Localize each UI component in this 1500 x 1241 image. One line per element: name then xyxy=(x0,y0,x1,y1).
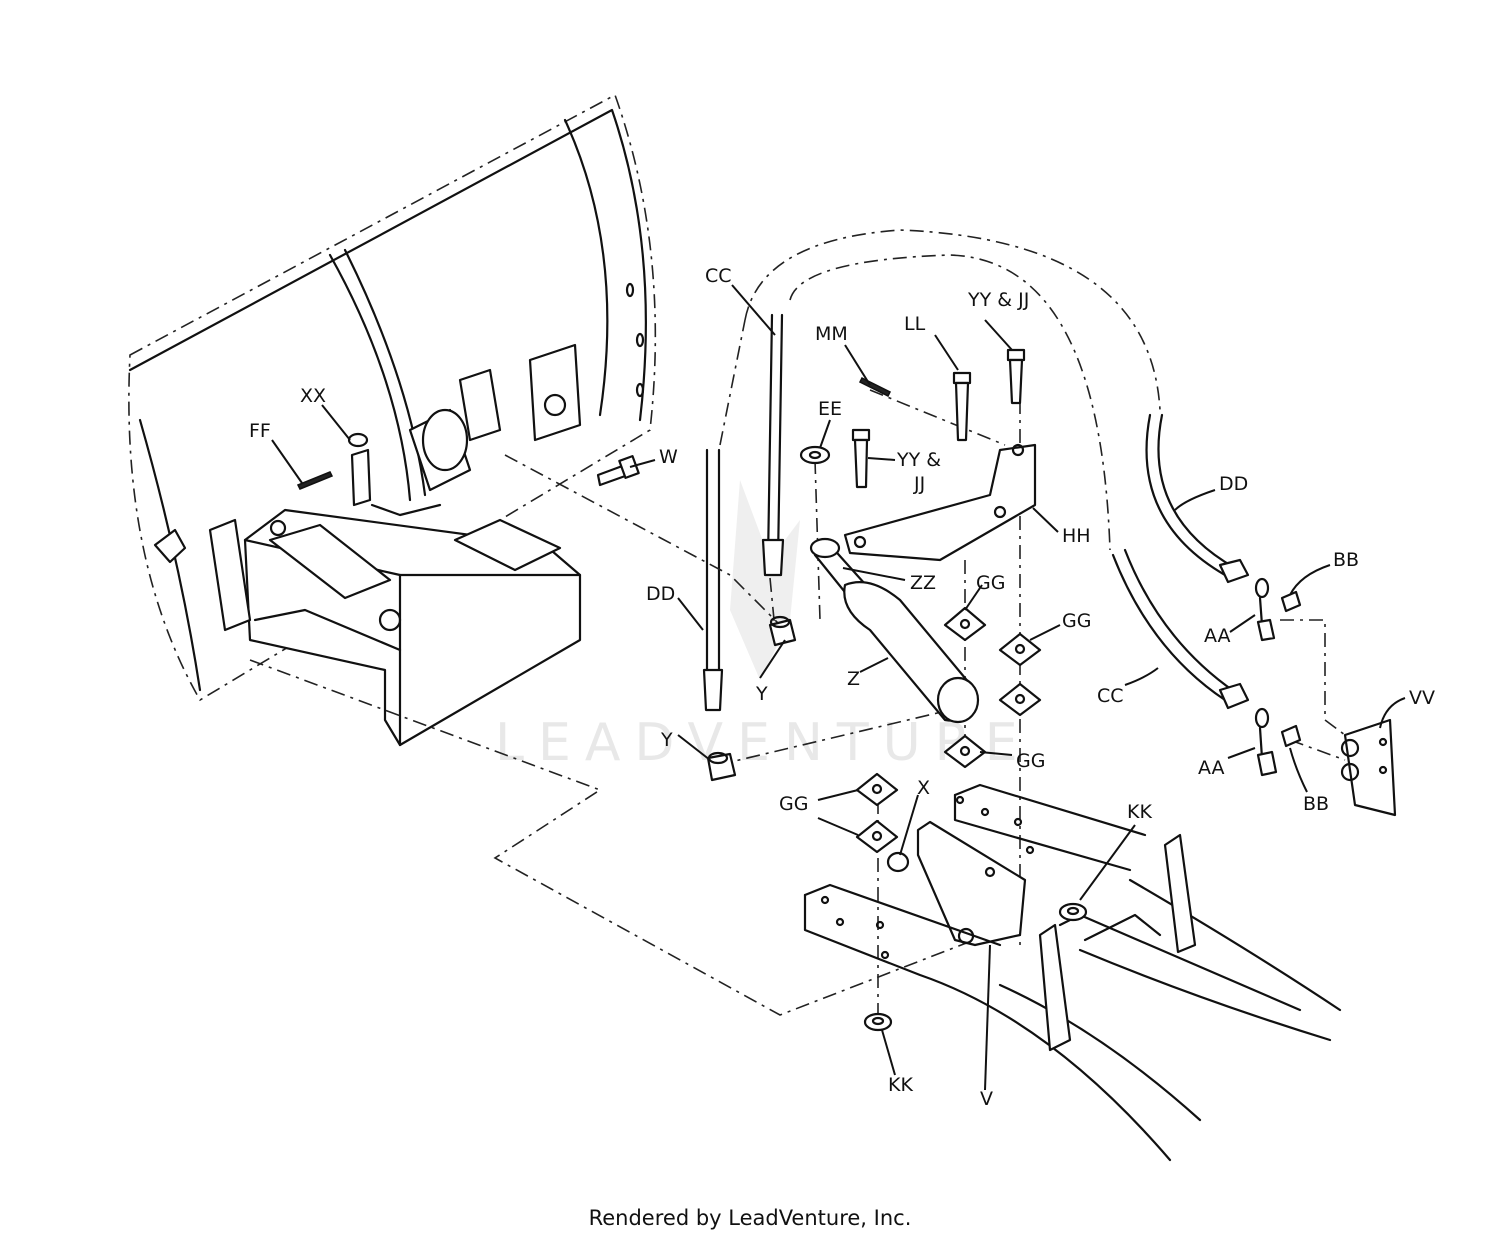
hose-dd-right xyxy=(1145,413,1250,584)
label-y: Y xyxy=(660,729,673,751)
tractor-frame xyxy=(803,783,1342,1162)
label-kk: KK xyxy=(888,1074,913,1096)
plate-gg-2 xyxy=(998,632,1042,667)
label-ee: EE xyxy=(818,398,842,420)
hose-cc-top xyxy=(761,313,785,577)
hose-dd-left xyxy=(702,448,724,712)
bracket-vv xyxy=(1340,718,1397,817)
footer-credit: Rendered by LeadVenture, Inc. xyxy=(588,1206,912,1230)
plate-gg-6 xyxy=(855,819,899,854)
label-mm: MM xyxy=(815,323,848,345)
label-cc: CC xyxy=(705,265,732,287)
label-yy-jj-line1: YY & xyxy=(896,449,941,471)
pin-mm xyxy=(858,376,892,398)
label-xx: XX xyxy=(300,385,326,407)
fitting-bb-bottom xyxy=(1280,724,1302,748)
label-vv: VV xyxy=(1409,687,1435,709)
label-z: Z xyxy=(847,668,860,690)
bolt-yy-jj-mid xyxy=(851,428,871,489)
plow-blade xyxy=(128,93,657,702)
label-x: X xyxy=(917,777,930,799)
label-aa: AA xyxy=(1204,625,1231,647)
valve-aa-top xyxy=(1254,577,1276,642)
plate-gg-3 xyxy=(998,682,1042,717)
bolt-yy-jj-top xyxy=(1006,348,1026,405)
label-y: Y xyxy=(755,683,768,705)
label-kk: KK xyxy=(1127,801,1152,823)
label-dd: DD xyxy=(1219,473,1248,495)
label-aa: AA xyxy=(1198,757,1225,779)
plate-gg-1 xyxy=(943,606,987,642)
nut-x xyxy=(886,851,910,873)
part-labels: CC MM LL YY & JJ XX FF W EE YY & JJ DD H… xyxy=(249,265,1435,1110)
hydraulic-cylinder xyxy=(809,537,980,724)
fitting-y-upper xyxy=(768,615,797,647)
label-bb: BB xyxy=(1303,793,1329,815)
label-yy-jj: YY & JJ xyxy=(967,289,1029,311)
label-gg: GG xyxy=(1062,610,1091,632)
bolt-ll xyxy=(952,371,972,442)
label-hh: HH xyxy=(1062,525,1091,547)
label-w: W xyxy=(659,446,678,468)
fitting-y-lower xyxy=(706,751,737,782)
label-ll: LL xyxy=(904,313,926,335)
valve-aa-bottom xyxy=(1254,707,1278,777)
hose-cc-right xyxy=(1111,548,1250,710)
label-bb: BB xyxy=(1333,549,1359,571)
label-gg: GG xyxy=(976,572,1005,594)
label-gg: GG xyxy=(779,793,808,815)
label-dd: DD xyxy=(646,583,675,605)
label-v: V xyxy=(980,1088,993,1110)
mount-plate-v xyxy=(916,820,1027,947)
label-gg: GG xyxy=(1016,750,1045,772)
svg-text:LEADVENTURE: LEADVENTURE xyxy=(495,713,1032,773)
bolt-w xyxy=(596,455,640,487)
washer-kk-right xyxy=(1058,902,1088,922)
a-frame-mount xyxy=(208,343,582,747)
bracket-hh xyxy=(843,443,1037,562)
plate-gg-5 xyxy=(855,772,899,807)
pin-ff xyxy=(296,471,334,490)
label-yy-jj-line2: JJ xyxy=(913,473,925,495)
leader-lines xyxy=(271,284,1406,1091)
label-zz: ZZ xyxy=(910,572,936,594)
label-cc: CC xyxy=(1097,685,1124,707)
washer-kk-bottom xyxy=(863,1012,893,1032)
label-ff: FF xyxy=(249,420,271,442)
washer-ee xyxy=(799,445,831,465)
